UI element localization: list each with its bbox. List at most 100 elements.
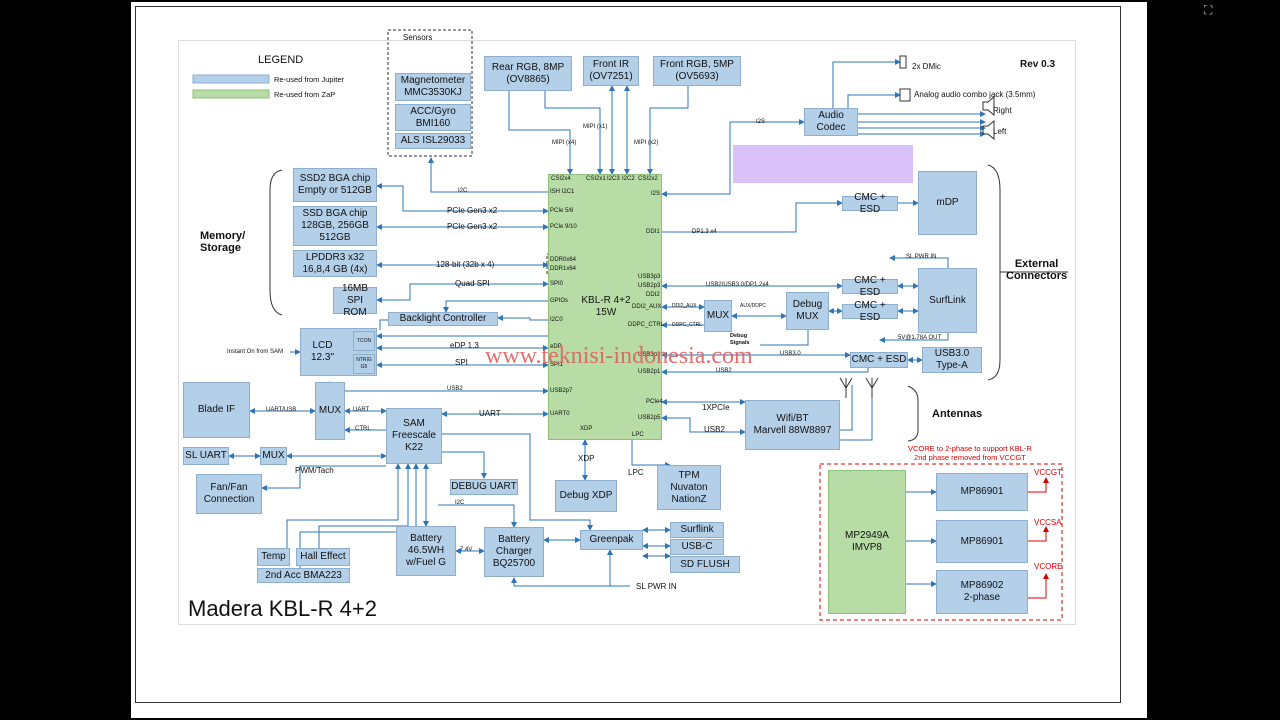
pin-pcie56: PCIe 5/6 xyxy=(550,208,574,214)
temp-sensor-block: Temp xyxy=(257,548,290,566)
pin-pcie4: PCIe4 xyxy=(646,399,663,405)
signal-ddr-bus: 128-bit (32b x 4) xyxy=(436,260,495,269)
signal-mipi-x1: MIPI (x1) xyxy=(583,124,608,130)
front-ir-camera-block: Front IR (OV7251) xyxy=(583,56,639,86)
pin-ddi2: DDI2 xyxy=(646,292,660,298)
usb-c-block: USB-C xyxy=(670,539,724,555)
signal-lpc: LPC xyxy=(628,468,644,477)
tcon-block: TCON xyxy=(353,331,375,351)
pin-lpc: LPC xyxy=(632,432,644,438)
antennas-label: Antennas xyxy=(932,408,983,420)
wifi-bt-block: Wifi/BT Marvell 88W8897 xyxy=(745,400,840,450)
pin-ddr1: DDR1x64 xyxy=(550,266,577,272)
rail-vccgt: VCCGT xyxy=(1034,468,1062,477)
signal-pcie-gen3-b: PCIe Gen3 x2 xyxy=(447,222,498,231)
pin-edp: eDP xyxy=(550,344,562,350)
pin-csi2x2: CSI2x2 xyxy=(638,176,658,182)
rail-vcore: VCORE xyxy=(1034,562,1063,571)
rear-rgb-camera-block: Rear RGB, 8MP (OV8865) xyxy=(484,56,572,91)
backlight-controller-block: Backlight Controller xyxy=(388,312,498,326)
signal-5v-out: 5V@1.78A OUT xyxy=(898,335,942,341)
signal-usb2-blade: USB2 xyxy=(447,386,463,392)
signal-usb-dp: USB2/USB3.0/DP1.2x4 xyxy=(706,282,769,288)
pin-usb2p1: USB2p1 xyxy=(638,369,661,375)
spi-rom-block: 16MB SPI ROM xyxy=(333,283,377,318)
als-block: ALS ISL29033 xyxy=(395,133,471,149)
ssd-block: SSD BGA chip 128GB, 256GB 512GB xyxy=(293,206,377,246)
battery-block: Battery 46.5WH w/Fuel G xyxy=(396,526,456,576)
memory-storage-label: Memory/ Storage xyxy=(200,230,246,254)
signal-i2c-batt: I2C xyxy=(455,500,465,506)
signal-xdp: XDP xyxy=(578,454,595,463)
signal-mipi-x2: MIPI (x2) xyxy=(634,140,659,146)
soc-label: KBL-R 4+2 15W xyxy=(581,295,631,318)
pin-usb2p7: USB2p7 xyxy=(550,388,573,394)
ntrig-block: NTRIG G5 xyxy=(353,354,375,374)
revision-label: Rev 0.3 xyxy=(1020,59,1056,70)
highlight-placeholder xyxy=(733,145,913,183)
signal-edp13: eDP 1.3 xyxy=(450,341,479,350)
pin-i2c3: I2C3 xyxy=(607,176,620,182)
pin-ddpc-ctrl: DDPC_CTRL xyxy=(628,322,665,328)
fullscreen-icon[interactable]: ⛶ xyxy=(1204,3,1213,17)
signal-sl-pwr-in: SL PWR IN xyxy=(906,254,937,260)
diagram-title: Madera KBL-R 4+2 xyxy=(188,596,377,621)
sl-uart-block: SL UART xyxy=(183,447,229,465)
hall-effect-block: Hall Effect xyxy=(296,548,350,566)
pin-uart0: UART0 xyxy=(550,411,570,417)
cmc-esd-surflink-2-block: CMC + ESD xyxy=(842,300,898,323)
pin-ddi1: DDI1 xyxy=(646,229,660,235)
second-acc-block: 2nd Acc BMA223 xyxy=(257,568,350,583)
speaker-right-label: Right xyxy=(993,106,1012,115)
pin-i2s: I2S xyxy=(651,191,661,197)
page-frame xyxy=(135,6,1121,703)
pin-csi2x1: CSI2x1 xyxy=(586,176,606,182)
surflink-small-block: Surflink xyxy=(670,522,724,538)
acc-gyro-block: ACC/Gyro BMI160 xyxy=(395,104,471,131)
mp86901-a-block: MP86901 xyxy=(936,473,1028,511)
signal-uart-sam: UART xyxy=(479,409,501,418)
signal-quad-spi: Quad SPI xyxy=(455,279,490,288)
signal-1xpcie: 1XPCIe xyxy=(702,403,730,412)
debug-xdp-block: Debug XDP xyxy=(555,480,617,512)
ssd2-block: SSD2 BGA chip Empty or 512GB xyxy=(293,168,377,202)
pin-csi2x4: CSI2x4 xyxy=(551,176,571,182)
signal-dp13x4: DP1.3 x4 xyxy=(692,229,717,235)
pin-usb3p3: USB3p3 xyxy=(638,274,661,280)
front-rgb-camera-block: Front RGB, 5MP (OV5693) xyxy=(653,56,741,86)
signal-usb2: USB2 xyxy=(716,368,732,374)
surflink-block: SurfLink xyxy=(918,268,977,333)
pin-usb2p3: USB2p3 xyxy=(638,283,661,289)
legend-label-zap: Re-used from ZaP xyxy=(274,90,336,99)
signal-uart-mux: UART xyxy=(353,407,370,413)
signal-ctrl: CTRL xyxy=(355,426,371,432)
external-connectors-label: External Connectors xyxy=(1006,258,1068,282)
pin-spi1: SPI1 xyxy=(550,362,564,368)
signal-7v4: 7.4V xyxy=(460,547,473,553)
blade-if-block: Blade IF xyxy=(183,382,250,438)
pin-ish-i2c1: ISH I2C1 xyxy=(550,189,575,195)
legend-label-jupiter: Re-used from Jupiter xyxy=(274,75,345,84)
signal-usb2-wifi: USB2 xyxy=(704,425,725,434)
sd-flush-block: SD FLUSH xyxy=(670,556,740,573)
magnetometer-block: Magnetometer MMC3530KJ xyxy=(395,73,471,101)
legend-swatch-zap xyxy=(192,89,270,99)
signal-ddpc-ctrl: DDPC_CTRL xyxy=(672,322,703,328)
pin-spi0: SPI0 xyxy=(550,281,564,287)
usb3-type-a-block: USB3.0 Type-A xyxy=(922,347,982,373)
cmc-esd-surflink-1-block: CMC + ESD xyxy=(842,275,898,298)
signal-mipi-x4: MIPI (x4) xyxy=(552,140,577,146)
rail-vccsa: VCCSA xyxy=(1034,518,1062,527)
signal-pwm-tach: PWM/Tach xyxy=(295,466,334,475)
pin-pcie910: PCIe 9/10 xyxy=(550,224,577,230)
pin-usb3p1: USB3p1 xyxy=(638,352,661,358)
mux-blade-block: MUX xyxy=(315,382,345,440)
greenpak-block: Greenpak xyxy=(580,530,643,550)
pin-ddr0: DDR0x64 xyxy=(550,257,577,263)
pin-i2c2: I2C2 xyxy=(622,176,635,182)
signal-ddi2-aux: DDI2_AUX xyxy=(672,303,697,309)
cmc-esd-usb-block: CMC + ESD xyxy=(850,352,908,368)
mp86902-block: MP86902 2-phase xyxy=(936,570,1028,614)
signal-aux-ddpc: AUX/DDPC xyxy=(740,303,766,309)
